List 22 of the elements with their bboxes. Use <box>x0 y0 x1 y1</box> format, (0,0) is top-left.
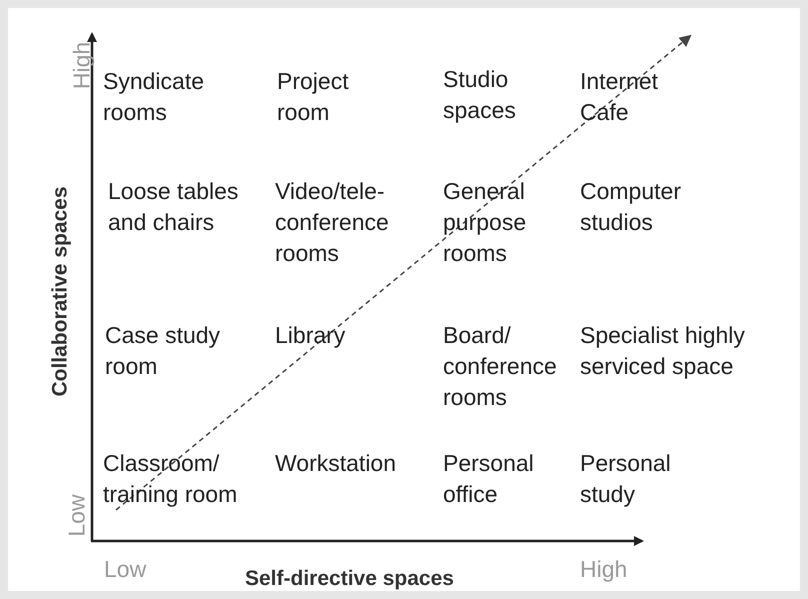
cell-text: Computer studios <box>580 177 682 237</box>
cell-text: Internet Cafe <box>580 67 659 127</box>
cell-text: Classroom/ training room <box>103 449 238 509</box>
cell-text: Studio spaces <box>443 65 517 125</box>
cell-text: Specialist highly serviced space <box>580 321 746 381</box>
cell-text: Library <box>275 321 346 350</box>
cell-text: Board/ conference rooms <box>443 321 558 412</box>
cell-text: Case study room <box>105 321 222 381</box>
cell-text: Workstation <box>275 449 396 478</box>
cell-text: Personal office <box>443 449 535 509</box>
axis-label: High <box>580 555 628 584</box>
cell-text: Loose tables and chairs <box>108 177 240 237</box>
cell-text: General purpose rooms <box>443 177 528 268</box>
cell-text: Video/tele-conference rooms <box>275 177 390 268</box>
axis-label: High <box>68 40 96 92</box>
cell-text: Personal study <box>580 449 672 509</box>
cell-text: Project room <box>277 67 350 127</box>
cell-text: Syndicate rooms <box>103 67 206 127</box>
axis-title: Collaborative spaces <box>48 185 72 399</box>
axis-title: Self-directive spaces <box>245 566 454 592</box>
axis-label: Low <box>104 555 146 584</box>
axis-label: Low <box>62 493 90 539</box>
